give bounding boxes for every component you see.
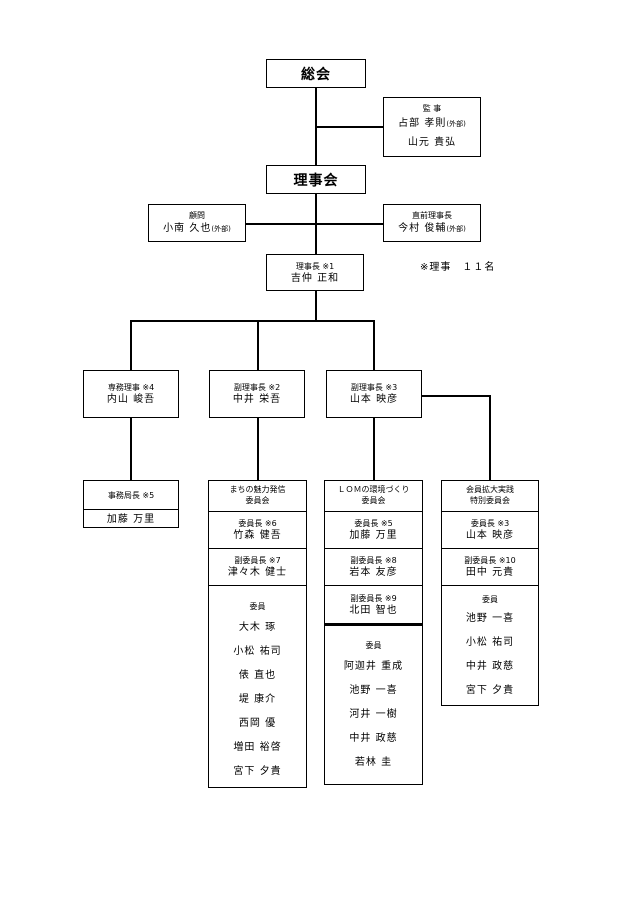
- member-name: 増田 裕啓: [233, 742, 282, 753]
- advisor-box: 顧問 小南 久也(外部): [148, 204, 246, 242]
- members-label: 委員: [249, 602, 266, 611]
- committee-vice-chair: 副委員長 ※8 岩本 友彦: [325, 548, 422, 585]
- committee-box: 会員拡大実践 特別委員会 委員長 ※3 山本 映彦 副委員長 ※10 田中 元貴…: [441, 480, 539, 706]
- exec-director-box: 専務理事 ※4 内山 峻吾: [83, 370, 179, 418]
- member-name: 宮下 夕貴: [233, 766, 282, 777]
- connector: [373, 418, 375, 480]
- exec-director-name: 内山 峻吾: [106, 394, 156, 405]
- committee-vice-chair: 副委員長 ※7 津々木 健士: [209, 548, 306, 585]
- board-label: 理事会: [293, 173, 339, 189]
- president-title: 理事長 ※1: [295, 262, 335, 271]
- connector: [373, 320, 375, 370]
- committee-members: 委員 大木 琢 小松 祐司 俵 直也 堤 康介 西岡 優 増田 裕啓 宮下 夕貴: [209, 585, 306, 787]
- committee-chair: 委員長 ※3 山本 映彦: [442, 511, 538, 548]
- member-name: 小松 祐司: [233, 646, 282, 657]
- member-name: 池野 一喜: [349, 685, 398, 696]
- members-label: 委員: [482, 595, 498, 604]
- exec-director-title: 専務理事 ※4: [107, 383, 155, 392]
- connector: [130, 320, 132, 370]
- members-label: 委員: [365, 641, 382, 650]
- advisor-title: 顧問: [189, 211, 205, 220]
- connector: [130, 418, 132, 480]
- member-name: 大木 琢: [238, 622, 277, 633]
- vice-president-box: 副理事長 ※2 中井 栄吾: [209, 370, 305, 418]
- vice-president-title: 副理事長 ※3: [350, 383, 398, 392]
- board-box: 理事会: [266, 165, 366, 194]
- member-name: 俵 直也: [238, 670, 277, 681]
- committee-vice-chair: 副委員長 ※10 田中 元貴: [442, 548, 538, 585]
- connector: [257, 320, 259, 370]
- general-assembly-box: 総会: [266, 59, 366, 88]
- secretary-general-name: 加藤 万里: [106, 514, 156, 525]
- connector: [315, 290, 317, 320]
- advisor-name: 小南 久也(外部): [163, 223, 231, 234]
- vice-president-name: 中井 栄吾: [232, 394, 282, 405]
- connector: [257, 418, 259, 480]
- vice-president-box: 副理事長 ※3 山本 映彦: [326, 370, 422, 418]
- committee-title: ＬＯＭの環境づくり 委員会: [337, 485, 410, 505]
- president-name: 吉仲 正和: [290, 273, 340, 284]
- vice-president-name: 山本 映彦: [349, 394, 399, 405]
- committee-members: 委員 阿迦井 重成 池野 一喜 河井 一樹 中井 政慈 若林 圭: [325, 623, 422, 784]
- member-name: 河井 一樹: [349, 709, 398, 720]
- vice-president-title: 副理事長 ※2: [233, 383, 281, 392]
- directors-note: ※理事 １１名: [420, 262, 496, 273]
- committee-vice-chair: 副委員長 ※9 北田 智也: [325, 585, 422, 623]
- committee-title: 会員拡大実践 特別委員会: [466, 485, 514, 505]
- member-name: 堤 康介: [238, 694, 277, 705]
- secretary-general-title: 事務局長 ※5: [107, 491, 155, 500]
- member-name: 若林 圭: [354, 757, 393, 768]
- prev-president-title: 直前理事長: [412, 211, 452, 220]
- auditor-name: 山元 貴弘: [407, 137, 457, 148]
- member-name: 阿迦井 重成: [343, 661, 404, 672]
- auditor-name: 占部 孝則(外部): [398, 118, 466, 129]
- connector: [420, 395, 490, 397]
- member-name: 池野 一喜: [465, 613, 515, 624]
- prev-president-box: 直前理事長 今村 俊輔(外部): [383, 204, 481, 242]
- auditors-box: 監 事 占部 孝則(外部) 山元 貴弘: [383, 97, 481, 157]
- member-name: 中井 政慈: [349, 733, 398, 744]
- prev-president-name: 今村 俊輔(外部): [398, 223, 466, 234]
- committee-box: まちの魅力発信 委員会 委員長 ※6 竹森 健吾 副委員長 ※7 津々木 健士 …: [208, 480, 307, 788]
- general-assembly-label: 総会: [301, 67, 331, 83]
- member-name: 宮下 夕貴: [465, 685, 515, 696]
- committee-chair: 委員長 ※5 加藤 万里: [325, 511, 422, 548]
- member-name: 中井 政慈: [465, 661, 515, 672]
- connector: [130, 320, 374, 322]
- member-name: 西岡 優: [238, 718, 277, 729]
- connector: [489, 395, 491, 480]
- auditors-title: 監 事: [422, 104, 442, 113]
- member-name: 小松 祐司: [465, 637, 515, 648]
- committee-chair: 委員長 ※6 竹森 健吾: [209, 511, 306, 548]
- connector: [245, 223, 383, 225]
- connector: [315, 126, 383, 128]
- committee-members: 委員 池野 一喜 小松 祐司 中井 政慈 宮下 夕貴: [442, 585, 538, 705]
- secretary-general-box: 事務局長 ※5 加藤 万里: [83, 480, 179, 528]
- committee-title: まちの魅力発信 委員会: [229, 485, 286, 505]
- president-box: 理事長 ※1 吉仲 正和: [266, 254, 364, 291]
- committee-box: ＬＯＭの環境づくり 委員会 委員長 ※5 加藤 万里 副委員長 ※8 岩本 友彦…: [324, 480, 423, 785]
